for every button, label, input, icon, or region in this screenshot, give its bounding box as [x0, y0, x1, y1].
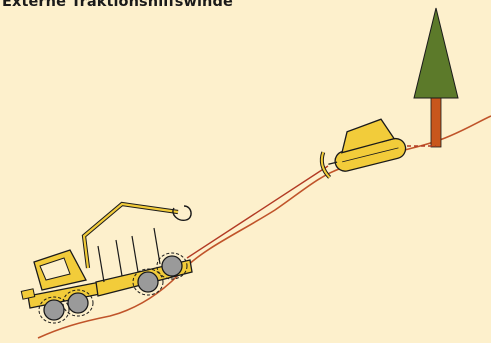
wheel — [62, 289, 94, 317]
wheel — [132, 268, 164, 296]
traction-cable — [186, 165, 329, 259]
diagram-title: Externe Traktionshilfswinde — [2, 0, 233, 10]
wheel — [38, 296, 70, 324]
wheel — [156, 252, 188, 280]
slope-line — [37, 115, 491, 339]
tree-icon — [413, 7, 459, 148]
winch-bulldozer-icon — [319, 118, 407, 179]
forwarder-icon — [20, 201, 193, 324]
